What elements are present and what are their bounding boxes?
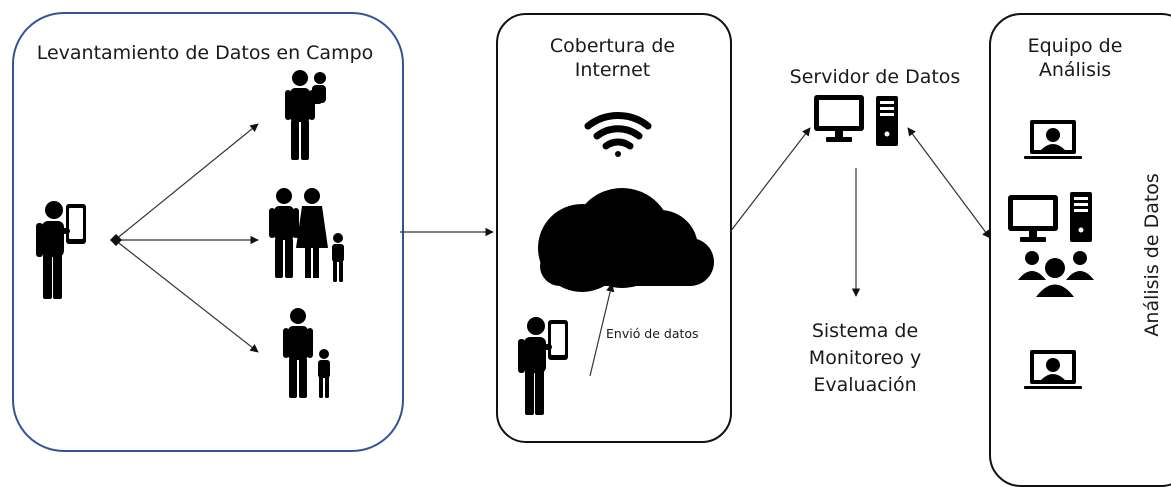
monitoring-system-label: Sistema de Monitoreo y Evaluación (780, 318, 950, 399)
parent-child-carry-icon (285, 70, 326, 160)
field-panel-title: Levantamiento de Datos en Campo (36, 42, 374, 64)
internet-panel (496, 13, 732, 443)
monitoring-line1: Sistema de (811, 320, 919, 342)
field-arrows (114, 123, 259, 353)
team-desktop-computer-icon (1008, 195, 1058, 242)
family-icon (269, 188, 344, 282)
wifi-icon (584, 111, 652, 157)
team-title-line2: Análisis (1038, 58, 1112, 81)
team-panel-title: Equipo de Análisis (1000, 35, 1150, 83)
team-cpu-tower-icon (1070, 192, 1092, 242)
arrow-phone-to-cloud (589, 283, 615, 377)
cpu-tower-icon (876, 96, 898, 146)
group-icon (1018, 251, 1094, 297)
send-data-label: Envió de datos (606, 326, 699, 341)
video-call-icon (1024, 120, 1082, 159)
person-phone-icon (36, 201, 86, 299)
diagram-graphics (36, 70, 1094, 415)
diagram-canvas: Levantamiento de Datos en Campo Cobertur… (12, 12, 1171, 487)
internet-title-line2: Internet (574, 58, 651, 81)
monitoring-line2: Monitoreo y (808, 347, 922, 369)
person-phone-small-icon (518, 317, 568, 415)
arrow-server-team-bidirectional (907, 127, 991, 239)
video-call-bottom-icon (1024, 350, 1082, 389)
internet-title-line1: Cobertura de (549, 35, 676, 57)
parent-child-walk-icon (283, 308, 330, 398)
internet-panel-title: Cobertura de Internet (520, 35, 705, 83)
server-title: Servidor de Datos (789, 66, 961, 88)
arrow-internet-to-server (729, 127, 811, 233)
cloud-icon (538, 188, 714, 292)
arrow-origin-diamond (110, 234, 122, 246)
monitoring-line3: Evaluación (813, 374, 917, 396)
desktop-computer-icon (814, 95, 864, 142)
team-title-line1: Equipo de (1027, 35, 1123, 57)
